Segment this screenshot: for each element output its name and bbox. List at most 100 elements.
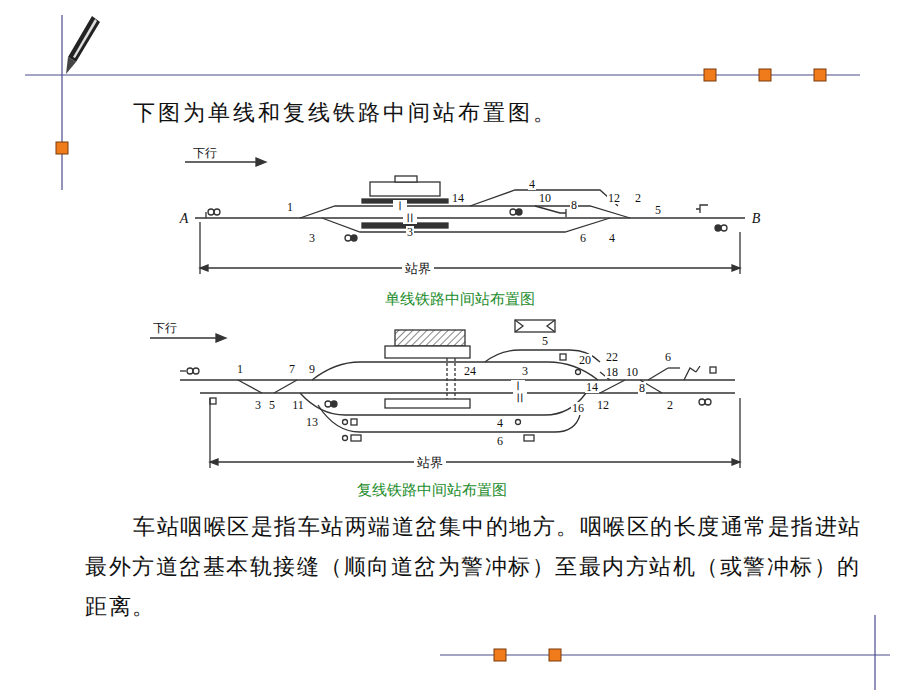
- callout-number: 18: [605, 366, 619, 378]
- callout-number: 6: [496, 435, 504, 447]
- single-line-station-part: [351, 235, 357, 241]
- double-line-station-part: [343, 436, 348, 441]
- double-line-station-part: [648, 368, 668, 380]
- slide-decoration-part: [440, 654, 890, 655]
- callout-number: 7: [288, 363, 296, 375]
- callout-number: 9: [308, 363, 316, 375]
- station-limit-label: 站界: [402, 262, 434, 275]
- direction-label: 下行: [153, 322, 177, 334]
- slide-decoration-part: [25, 74, 860, 75]
- callout-number: 4: [528, 178, 536, 190]
- double-line-station-part: [710, 367, 716, 373]
- double-line-station-part: [705, 399, 711, 405]
- callout-number: 6: [664, 351, 672, 363]
- slide-decoration-part: [549, 649, 561, 661]
- pen-icon-part: [66, 57, 76, 74]
- double-line-station-part: [193, 368, 199, 374]
- single-line-station-part: [200, 265, 208, 271]
- callout-number: 5: [268, 399, 276, 411]
- callout-number: 3: [406, 226, 414, 238]
- single-line-station-part: [721, 225, 727, 231]
- double-line-station-part: [209, 398, 210, 468]
- single-line-station: [185, 158, 745, 274]
- pen-icon-part: [73, 19, 97, 58]
- double-line-station-part: [318, 405, 580, 432]
- single-line-station-part: [214, 209, 220, 215]
- callout-number: 3: [254, 399, 262, 411]
- slide-decoration-part: [759, 69, 771, 81]
- double-line-station-part: [395, 330, 465, 346]
- single-line-station-part: [185, 161, 262, 162]
- single-line-station-part: [208, 209, 214, 215]
- double-line-station-part: [684, 366, 700, 380]
- single-line-station-part: [470, 190, 618, 206]
- callout-number: 12: [596, 399, 610, 411]
- double-line-station-part: [454, 358, 455, 399]
- body-paragraph: 车站咽喉区是指车站两端道岔集中的地方。咽喉区的长度通常是指进站最外方道岔基本轨接…: [85, 507, 865, 627]
- figure-caption: 单线铁路中间站布置图: [385, 290, 535, 308]
- double-line-station-part: [668, 367, 680, 368]
- callout-number: 16: [571, 402, 585, 414]
- direction-label: 下行: [193, 147, 217, 159]
- double-line-station-part: [385, 346, 470, 358]
- double-line-station-part: [300, 393, 586, 415]
- callout-number: 12: [607, 192, 621, 204]
- double-line-station-part: [343, 420, 348, 425]
- single-line-station-part: [516, 209, 522, 215]
- callout-number: 11: [291, 399, 305, 411]
- double-line-station-part: [325, 401, 331, 407]
- callout-number: 13: [305, 416, 319, 428]
- double-line-station-part: [515, 320, 555, 332]
- single-line-station-part: [256, 158, 266, 166]
- single-line-station-part: [205, 212, 206, 218]
- single-line-station-part: [345, 235, 351, 241]
- slide-decoration-part: [61, 15, 62, 190]
- slide-decoration-part: [874, 615, 875, 690]
- single-line-station-part: [696, 205, 708, 213]
- double-line-station-part: [515, 320, 555, 332]
- double-line-station-part: [210, 398, 216, 404]
- callout-number: 10: [625, 366, 639, 378]
- double-line-station-part: [576, 370, 581, 375]
- callout-number: 1: [236, 363, 244, 375]
- callout-number: 10: [538, 192, 552, 204]
- callout-number: 14: [585, 381, 599, 393]
- double-line-station-part: [210, 461, 740, 462]
- double-line-station-part: [274, 380, 297, 393]
- pen-icon: [66, 16, 100, 74]
- callout-number: Ⅰ: [393, 200, 407, 212]
- intro-text: 下图为单线和复线铁路中间站布置图。: [133, 98, 558, 128]
- station-limit-label: 站界: [414, 456, 446, 469]
- double-line-station-part: [216, 334, 226, 342]
- double-line-station-part: [446, 358, 447, 399]
- single-line-station-part: [510, 209, 516, 215]
- single-line-station-part: [715, 225, 721, 231]
- station-end-label: A: [179, 212, 190, 226]
- callout-number: 22: [605, 351, 619, 363]
- callout-number: 4: [496, 417, 504, 429]
- double-line-station-part: [238, 380, 262, 393]
- slide-decoration-part: [494, 649, 506, 661]
- double-line-station-part: [210, 459, 218, 465]
- single-line-station-part: [395, 176, 417, 182]
- callout-number: Ⅱ: [513, 392, 527, 404]
- double-line-station-part: [385, 399, 470, 408]
- callout-number: 6: [579, 232, 587, 244]
- double-line-station-part: [516, 420, 521, 425]
- single-line-station-part: [732, 265, 740, 271]
- station-end-label: B: [751, 212, 762, 226]
- callout-number: 2: [634, 192, 642, 204]
- callout-number: Ⅰ: [511, 380, 525, 392]
- callout-number: 3: [521, 365, 529, 377]
- callout-number: 24: [463, 365, 477, 377]
- slide-decoration-part: [814, 69, 826, 81]
- callout-number: 2: [666, 399, 674, 411]
- double-line-station-part: [200, 392, 735, 394]
- double-line-station-part: [150, 337, 222, 338]
- double-line-station-part: [732, 459, 740, 465]
- callout-number: 4: [608, 232, 616, 244]
- figure-caption: 复线铁路中间站布置图: [357, 481, 507, 499]
- single-line-station-part: [370, 182, 440, 196]
